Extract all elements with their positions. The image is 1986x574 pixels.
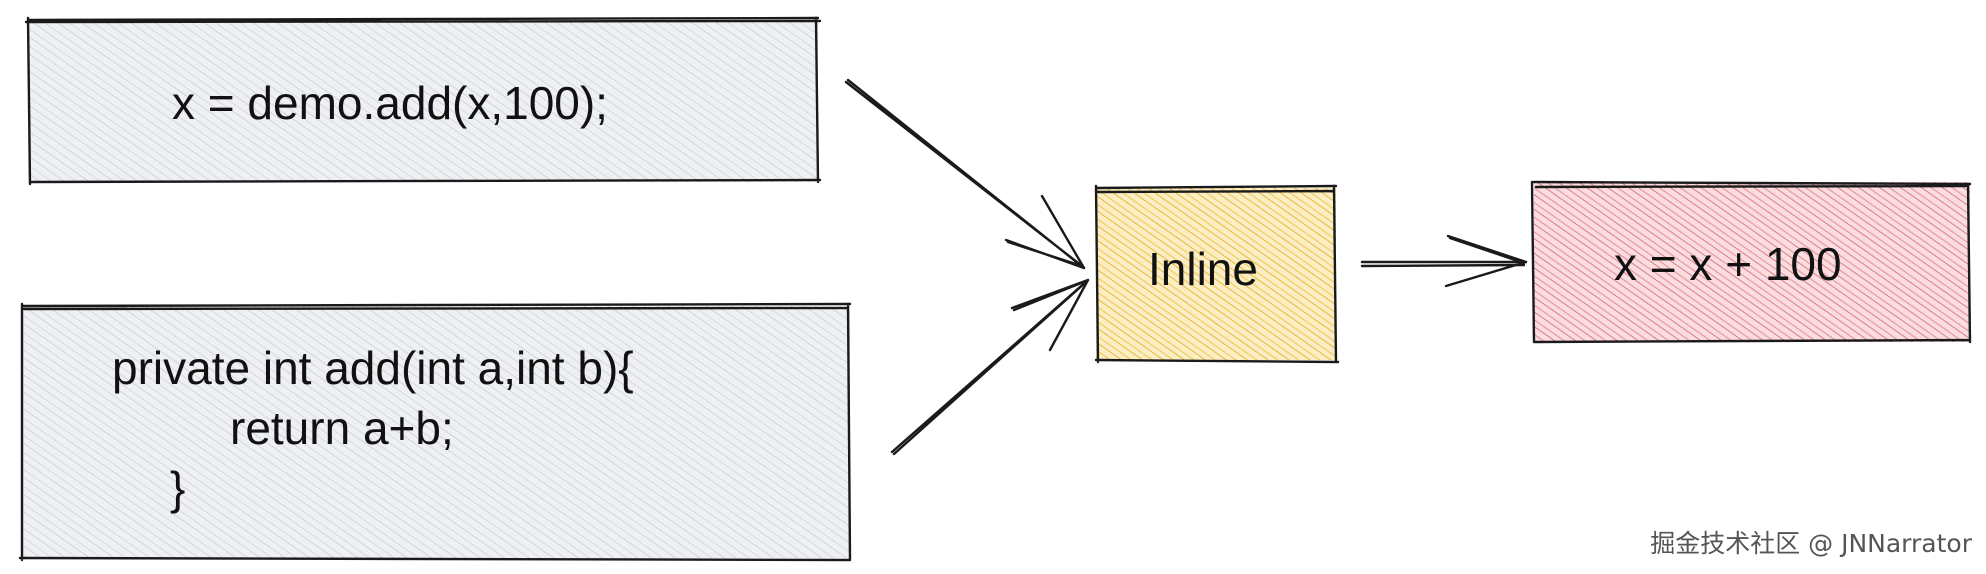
method-return-line: return a+b; — [230, 402, 454, 454]
method-close-brace: } — [170, 462, 185, 514]
inline-box: Inline — [1094, 184, 1340, 364]
arrow-call-to-inline — [844, 78, 1086, 270]
call-box: x = demo.add(x,100); — [24, 16, 822, 186]
arrow-method-to-inline — [890, 278, 1090, 456]
method-signature-line: private int add(int a,int b){ — [112, 342, 634, 394]
inline-box-text: Inline — [1148, 243, 1258, 295]
arrow-inline-to-result — [1360, 234, 1528, 288]
method-box: private int add(int a,int b){ return a+b… — [18, 302, 852, 562]
result-box: x = x + 100 — [1530, 180, 1972, 344]
watermark: 掘金技术社区 @ JNNarrator — [1650, 529, 1973, 558]
result-box-text: x = x + 100 — [1614, 238, 1842, 290]
call-box-text: x = demo.add(x,100); — [172, 77, 608, 129]
